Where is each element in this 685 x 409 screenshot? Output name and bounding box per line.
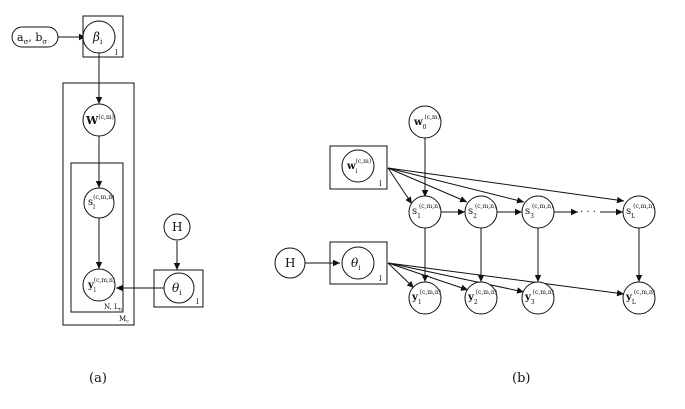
- plate-w1-label: I: [379, 180, 382, 188]
- s1-node: [408, 195, 442, 229]
- w-node: [82, 103, 116, 137]
- y-node: [82, 268, 116, 302]
- edge-theta-y3: [387, 262, 525, 294]
- H-node-a: [163, 213, 191, 241]
- y-node-label: yl(c,m,n): [87, 277, 115, 294]
- plate-outer-label: Mc: [119, 315, 129, 325]
- plate-theta-b-label: I: [379, 275, 382, 283]
- plate-inner: [70, 162, 124, 313]
- s-node: [83, 187, 115, 219]
- s2-node: [464, 195, 498, 229]
- w1-node: [341, 149, 375, 183]
- edge-theta-y1: [387, 262, 415, 289]
- caption-b: (b): [512, 371, 530, 386]
- y1-node: [408, 281, 442, 315]
- w0-node-label: w0(c,m): [413, 114, 440, 131]
- yL-node: [622, 281, 656, 315]
- s3-node-label: s3(c,m,n): [525, 203, 553, 220]
- panel-a: I Mc N, Ln I aσ, bσ βi W(c,m) sl(c,m,n) …: [11, 15, 204, 386]
- beta-node-label: βi: [92, 30, 103, 46]
- y3-node-label: y3(c,m,n): [524, 289, 554, 306]
- prior-node: [11, 26, 59, 48]
- s2-node-label: s2(c,m,n): [468, 203, 496, 220]
- edge-theta-yL: [387, 262, 625, 297]
- theta-node-a-label: θi: [172, 281, 182, 297]
- H-node-a-label: H: [172, 220, 182, 234]
- plate-w1: [329, 145, 388, 190]
- w0-node: [408, 105, 442, 139]
- edge-theta-y2: [387, 262, 469, 291]
- sL-node: [622, 195, 656, 229]
- w-node-label: W(c,m): [85, 114, 114, 127]
- y2-node-label: y2(c,m,n): [467, 289, 497, 306]
- theta-node-a: [163, 272, 195, 304]
- edge-w1-s3: [387, 167, 525, 204]
- caption-a: (a): [89, 371, 107, 386]
- s1-node-label: s1(c,m,n): [412, 203, 440, 220]
- edge-w1-sL: [387, 167, 625, 204]
- H-node-b-label: H: [285, 256, 295, 270]
- yL-node-label: yL(c,m,n): [625, 289, 655, 306]
- s-node-label: sl(c,m,n): [88, 194, 114, 211]
- sL-node-label: sL(c,m,n): [626, 203, 655, 220]
- chain-ellipsis: · · ·: [580, 207, 596, 218]
- y3-node: [521, 281, 555, 315]
- H-node-b: [274, 247, 306, 279]
- beta-node: [82, 20, 116, 54]
- edge-w1-s2: [387, 167, 468, 203]
- panel-b: I I w0(c,m) wi(c,m): [274, 105, 656, 386]
- y1-node-label: y1(c,m,n): [411, 289, 441, 306]
- s3-node: [521, 195, 555, 229]
- y2-node: [464, 281, 498, 315]
- w1-node-label: wi(c,m): [346, 158, 371, 175]
- plate-inner-label: N, Ln: [104, 303, 123, 313]
- prior-node-label: aσ, bσ: [17, 31, 47, 46]
- edge-w1-s1: [387, 167, 413, 205]
- theta-node-b-label: θi: [351, 256, 361, 272]
- theta-node-b: [341, 246, 375, 280]
- plate-theta-label: I: [196, 298, 199, 306]
- plate-beta-label: I: [115, 49, 118, 57]
